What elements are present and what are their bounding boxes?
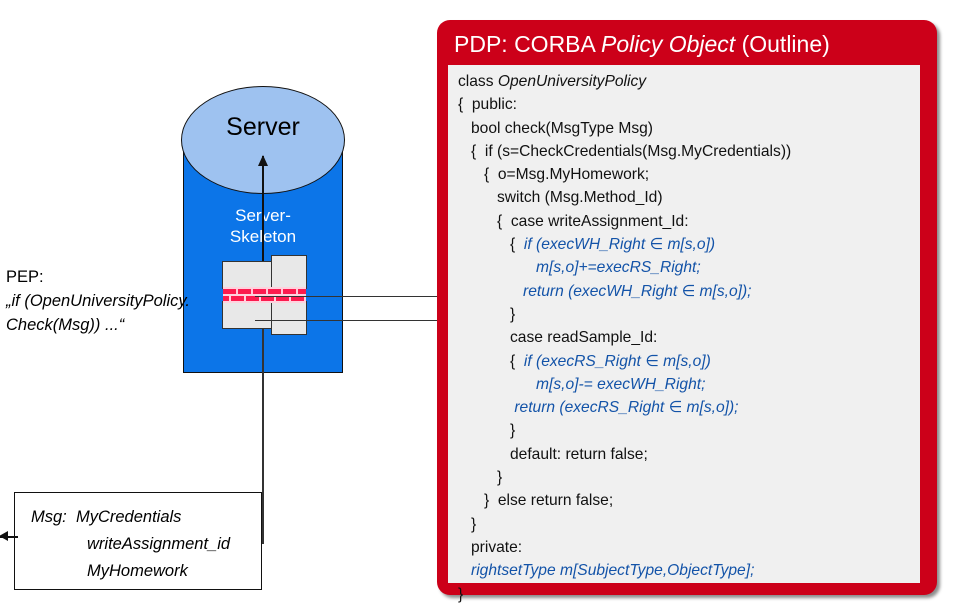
code-highlighted: return (execRS_Right ∈ m[s,o]); (514, 399, 739, 417)
code-highlighted: if (execRS_Right ∈ m[s,o]) (523, 352, 711, 370)
code-highlighted: rightsetType m[SubjectType,ObjectType]; (471, 562, 755, 580)
code-plain: bool check(MsgType Msg) (458, 119, 653, 137)
code-line: { if (s=CheckCredentials(Msg.MyCredentia… (458, 140, 791, 163)
code-plain: { (458, 236, 524, 254)
server-diagram: Server Server- Skeleton PEP: „if (OpenUn… (0, 0, 477, 606)
code-line: { case writeAssignment_Id: (458, 210, 791, 233)
pdp-code-listing: class OpenUniversityPolicy { public: bool… (458, 70, 791, 606)
mortar-line-3 (223, 301, 306, 303)
code-plain: } (458, 585, 464, 603)
code-line: } (458, 303, 791, 326)
code-italic: OpenUniversityPolicy (497, 73, 647, 90)
code-highlighted: if (execWH_Right ∈ m[s,o]) (523, 236, 716, 254)
code-line: return (execWH_Right ∈ m[s,o]); (458, 280, 791, 303)
pdp-title-italic: Policy Object (600, 31, 736, 57)
pep-block-bottom-left (222, 301, 272, 329)
code-line: } else return false; (458, 489, 791, 512)
code-line: m[s,o]+=execRS_Right; (458, 256, 791, 279)
msg-content: Msg: MyCredentials writeAssignment_id My… (31, 504, 230, 585)
upward-flow-arrow (258, 155, 267, 308)
code-plain: { o=Msg.MyHomework; (458, 166, 650, 184)
code-plain: { if (s=CheckCredentials(Msg.MyCredentia… (458, 142, 792, 160)
code-plain: default: return false; (458, 445, 648, 463)
code-line: return (execRS_Right ∈ m[s,o]); (458, 396, 791, 419)
pep-pdp-connector-top (255, 296, 477, 298)
code-plain: } (458, 515, 477, 533)
msg-label: Msg: (31, 508, 67, 526)
code-line: { o=Msg.MyHomework; (458, 163, 791, 186)
code-line: case readSample_Id: (458, 326, 791, 349)
pdp-code-box: class OpenUniversityPolicy { public: bool… (448, 65, 920, 603)
code-plain: switch (Msg.Method_Id) (458, 189, 663, 207)
pep-quote-line1: „if (OpenUniversityPolicy. (6, 292, 190, 310)
code-plain: } (458, 422, 516, 440)
code-line: private: (458, 536, 791, 559)
pep-block-top-left (222, 261, 272, 289)
mortar-line-2 (223, 294, 306, 296)
code-plain (458, 376, 523, 393)
code-line: rightsetType m[SubjectType,ObjectType]; (458, 559, 791, 582)
code-plain (458, 283, 523, 300)
code-line: class OpenUniversityPolicy (458, 70, 791, 93)
pdp-panel-title: PDP: CORBA Policy Object (Outline) (454, 31, 830, 58)
pep-block-bottom-right (271, 301, 307, 335)
pep-label: PEP: (6, 268, 44, 286)
code-line: { if (execWH_Right ∈ m[s,o]) (458, 233, 791, 256)
brick-row-2 (223, 296, 306, 301)
msg-line2: writeAssignment_id (87, 535, 231, 553)
pep-caption: PEP: „if (OpenUniversityPolicy. Check(Ms… (6, 265, 236, 337)
msg-line3: MyHomework (87, 562, 188, 580)
code-line: } (458, 466, 791, 489)
code-line: m[s,o]-= execWH_Right; (458, 373, 791, 396)
pep-pdp-connector-bottom (255, 320, 477, 322)
code-plain: } (458, 469, 503, 487)
code-plain: private: (458, 538, 523, 556)
firewall-brick-icon (223, 287, 306, 303)
code-line: } (458, 419, 791, 442)
code-plain: } else return false; (458, 492, 614, 510)
msg-box: Msg: MyCredentials writeAssignment_id My… (14, 492, 262, 590)
code-plain: { case writeAssignment_Id: (458, 212, 689, 230)
code-line: { if (execRS_Right ∈ m[s,o]) (458, 350, 791, 373)
server-label: Server (226, 113, 300, 141)
message-flow-line (262, 312, 264, 544)
pdp-title-suffix: (Outline) (735, 31, 830, 57)
pep-quote-line2: Check(Msg)) ...“ (6, 316, 125, 334)
code-highlighted: m[s,o]-= execWH_Right; (523, 375, 706, 393)
msg-inbound-arrow (0, 532, 18, 541)
code-line: bool check(MsgType Msg) (458, 117, 791, 140)
msg-line1: MyCredentials (75, 508, 182, 526)
code-line: { public: (458, 93, 791, 116)
pdp-policy-object-panel: PDP: CORBA Policy Object (Outline) class… (437, 20, 937, 603)
code-plain: } (458, 305, 516, 323)
code-line: default: return false; (458, 443, 791, 466)
code-line: } (458, 513, 791, 536)
code-plain (458, 259, 523, 276)
code-plain: { public: (458, 96, 517, 114)
pep-block-top-right (271, 255, 307, 289)
code-line: } (458, 583, 791, 606)
code-plain (458, 399, 514, 416)
code-plain: class (458, 73, 498, 90)
code-plain: case readSample_Id: (458, 329, 658, 347)
code-highlighted: return (execWH_Right ∈ m[s,o]); (523, 282, 752, 300)
pdp-title-prefix: PDP: CORBA (454, 31, 601, 57)
mortar-line-1 (223, 287, 306, 289)
code-plain: { (458, 352, 524, 370)
pep-firewall-block (222, 255, 307, 335)
code-plain (458, 562, 471, 579)
code-line: switch (Msg.Method_Id) (458, 186, 791, 209)
code-highlighted: m[s,o]+=execRS_Right; (523, 259, 701, 277)
